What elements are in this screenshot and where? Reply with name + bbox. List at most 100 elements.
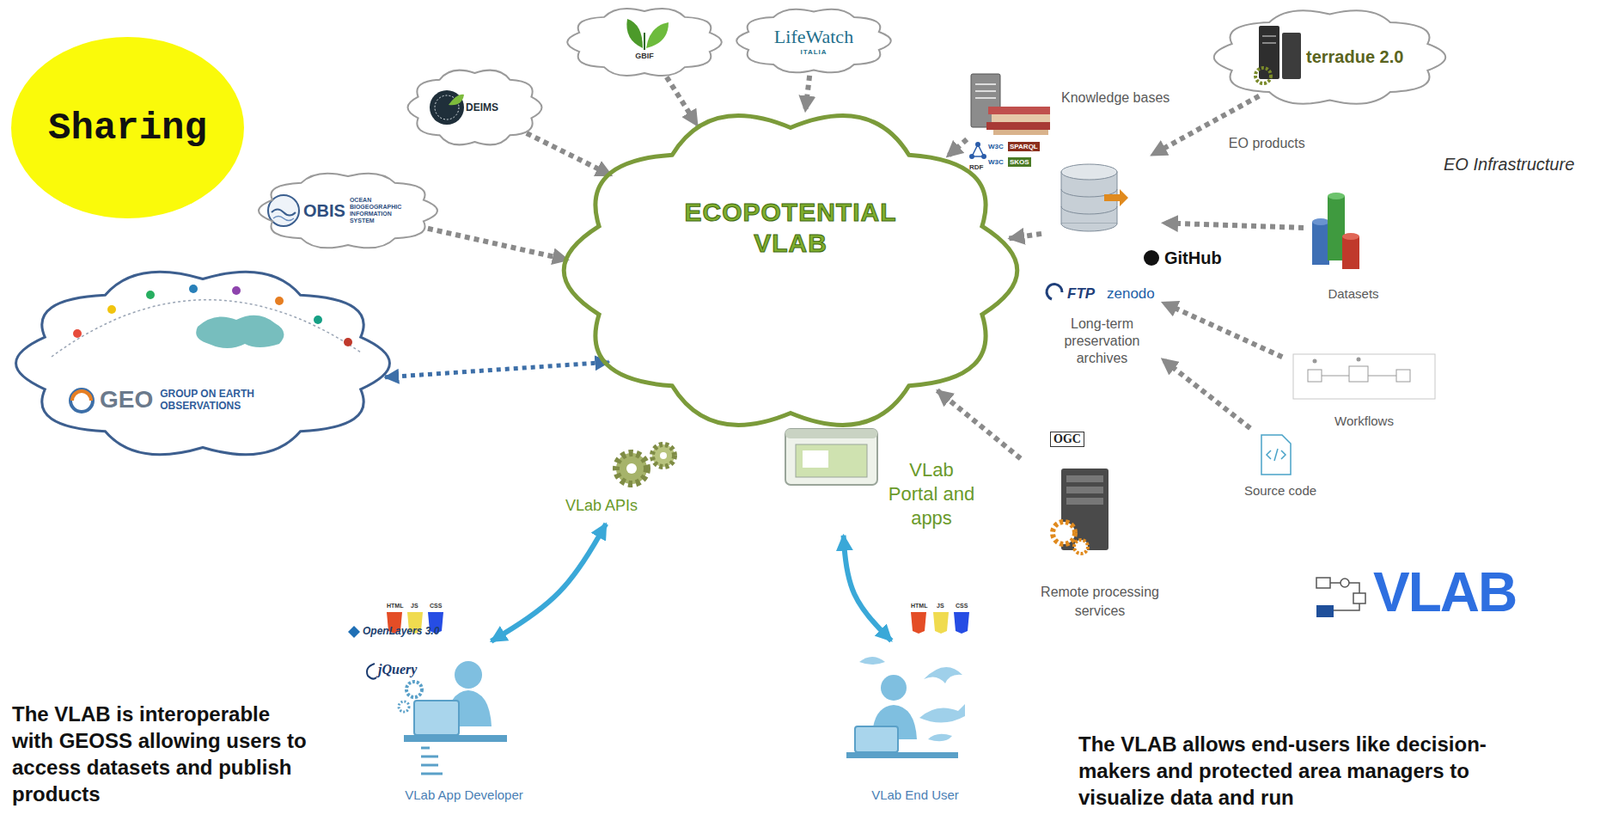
user-role: VLab End User bbox=[820, 642, 1010, 811]
end-user-figure bbox=[846, 656, 965, 758]
logo-text: CSS bbox=[429, 602, 442, 609]
resource-item: Workflows bbox=[1284, 348, 1444, 434]
logo-text: HTML bbox=[910, 602, 928, 609]
flow-arrow bbox=[946, 139, 967, 157]
infrastructure-caption: EO Infrastructure bbox=[1443, 154, 1575, 175]
logo-text: CSS bbox=[955, 602, 968, 609]
logo-text: W3C bbox=[988, 142, 1004, 151]
cloud-outline bbox=[550, 91, 1031, 449]
logo-text: OGC bbox=[1050, 431, 1085, 447]
source-cloud: OBISOCEAN BIOGEOGRAPHIC INFORMATION SYST… bbox=[253, 167, 443, 254]
remote-server-icon bbox=[1052, 468, 1109, 554]
cloud-outline bbox=[5, 257, 401, 469]
flow-arrow bbox=[427, 228, 568, 260]
node-label: ECOPOTENTIAL VLAB bbox=[678, 196, 903, 259]
node-label: VLab End User bbox=[871, 787, 959, 802]
api-gears-icon bbox=[616, 444, 675, 484]
node-content: DEIMS bbox=[403, 64, 546, 151]
node-content: GEOGROUP ON EARTH OBSERVATIONS bbox=[5, 257, 401, 469]
source-code-icon bbox=[1261, 434, 1291, 475]
logo-text: OpenLayers 3.0 bbox=[362, 624, 440, 637]
node-label: Knowledge bases bbox=[1061, 90, 1170, 106]
flow-arrow bbox=[384, 361, 609, 378]
note-text: The VLAB is interoperable with GEOSS all… bbox=[12, 700, 313, 807]
node-label: DEIMS bbox=[465, 101, 499, 114]
logo-text: GitHub bbox=[1164, 248, 1222, 269]
node-label: OBIS bbox=[303, 201, 346, 221]
resource-item: Datasets bbox=[1306, 184, 1401, 310]
note-text: The VLAB allows end-users like decision-… bbox=[1078, 730, 1543, 811]
node-label: OCEAN BIOGEOGRAPHIC INFORMATION SYSTEM bbox=[349, 196, 412, 225]
source-cloud: LifeWatchITALIA bbox=[732, 4, 896, 78]
flow-arrow bbox=[1161, 359, 1251, 429]
rdf-logo bbox=[969, 141, 987, 159]
knowledge-base: Knowledge bases bbox=[962, 68, 1169, 138]
processing-service: Remote processing services bbox=[1022, 455, 1178, 628]
vlab-logo-icon bbox=[1316, 577, 1366, 617]
cloud-outline bbox=[562, 3, 727, 81]
source-cloud: DEIMS bbox=[403, 64, 546, 151]
archive-database-icon bbox=[1046, 164, 1160, 300]
node-content: LifeWatchITALIA bbox=[732, 4, 896, 78]
logo-text: RDF bbox=[969, 163, 984, 171]
node-content: GBIF bbox=[562, 3, 727, 81]
node-content: VLab Portal and apps bbox=[781, 423, 984, 533]
logo-text: SKOS bbox=[1007, 157, 1032, 167]
node-label: GBIF bbox=[635, 51, 654, 61]
node-content: Datasets bbox=[1306, 184, 1401, 310]
node-label: ITALIA bbox=[800, 48, 827, 56]
edge-label: EO products bbox=[1226, 134, 1308, 153]
deims-logo bbox=[429, 90, 465, 125]
node-content: VLab End User bbox=[820, 642, 1010, 811]
logo-text: SPARQL bbox=[1007, 141, 1040, 152]
api-component: VLab APIs bbox=[558, 439, 692, 522]
flow-arrow bbox=[843, 535, 892, 642]
node-content: VLab APIs bbox=[558, 439, 692, 522]
knowledge-server-icon bbox=[970, 73, 1051, 135]
logo-text: W3C bbox=[988, 158, 1004, 166]
gbif-logo bbox=[626, 18, 669, 50]
node-content: Knowledge bases bbox=[962, 68, 1169, 138]
node-label: Workflows bbox=[1334, 413, 1394, 428]
logo-text: zenodo bbox=[1106, 285, 1155, 303]
node-label: VLab APIs bbox=[565, 496, 638, 515]
flow-arrow bbox=[491, 523, 607, 642]
flow-arrow bbox=[526, 133, 612, 176]
logo-text: jQuery bbox=[378, 661, 417, 678]
workflow-icon bbox=[1293, 354, 1436, 399]
node-label: Sharing bbox=[48, 106, 208, 150]
geo-artwork bbox=[51, 284, 361, 412]
node-label: VLab Portal and apps bbox=[883, 458, 980, 531]
node-label: VLab App Developer bbox=[404, 787, 524, 802]
node-label: LifeWatch bbox=[774, 25, 854, 49]
node-content: Sharing bbox=[10, 36, 245, 220]
node-content: ECOPOTENTIAL VLAB bbox=[550, 91, 1031, 449]
flow-arrow bbox=[1008, 233, 1042, 239]
node-label: terradue 2.0 bbox=[1306, 47, 1404, 68]
portal-window-icon bbox=[785, 428, 878, 485]
flow-arrow bbox=[937, 390, 1021, 459]
archive-store: Long-term preservation archives bbox=[1044, 156, 1161, 372]
geo-cloud: GEOGROUP ON EARTH OBSERVATIONS bbox=[5, 257, 401, 469]
terradue-logo bbox=[1255, 25, 1301, 84]
node-content: OBISOCEAN BIOGEOGRAPHIC INFORMATION SYST… bbox=[253, 167, 443, 254]
node-label: Long-term preservation archives bbox=[1046, 315, 1159, 367]
topic-badge: Sharing bbox=[10, 36, 245, 220]
source-cloud: GBIF bbox=[562, 3, 727, 81]
vlab-logo-text: VLAB bbox=[1373, 560, 1516, 624]
flow-arrow bbox=[805, 75, 810, 111]
logo-text: JS bbox=[936, 602, 945, 609]
flow-arrow bbox=[666, 77, 698, 126]
resource-item: Source code bbox=[1237, 429, 1324, 516]
node-label: Datasets bbox=[1327, 286, 1379, 301]
flow-arrow bbox=[1162, 222, 1304, 228]
node-content: Long-term preservation archives bbox=[1044, 156, 1161, 372]
vlab-cloud: ECOPOTENTIAL VLABVLab APIsVLab Portal an… bbox=[550, 91, 1031, 449]
app-developer-figure bbox=[398, 660, 507, 774]
node-content: terradue 2.0 bbox=[1207, 3, 1453, 111]
logo-text: FTP bbox=[1067, 285, 1095, 303]
node-label: Remote processing services bbox=[1025, 582, 1176, 621]
node-content: Remote processing services bbox=[1022, 455, 1178, 628]
node-content: Workflows bbox=[1284, 348, 1444, 434]
